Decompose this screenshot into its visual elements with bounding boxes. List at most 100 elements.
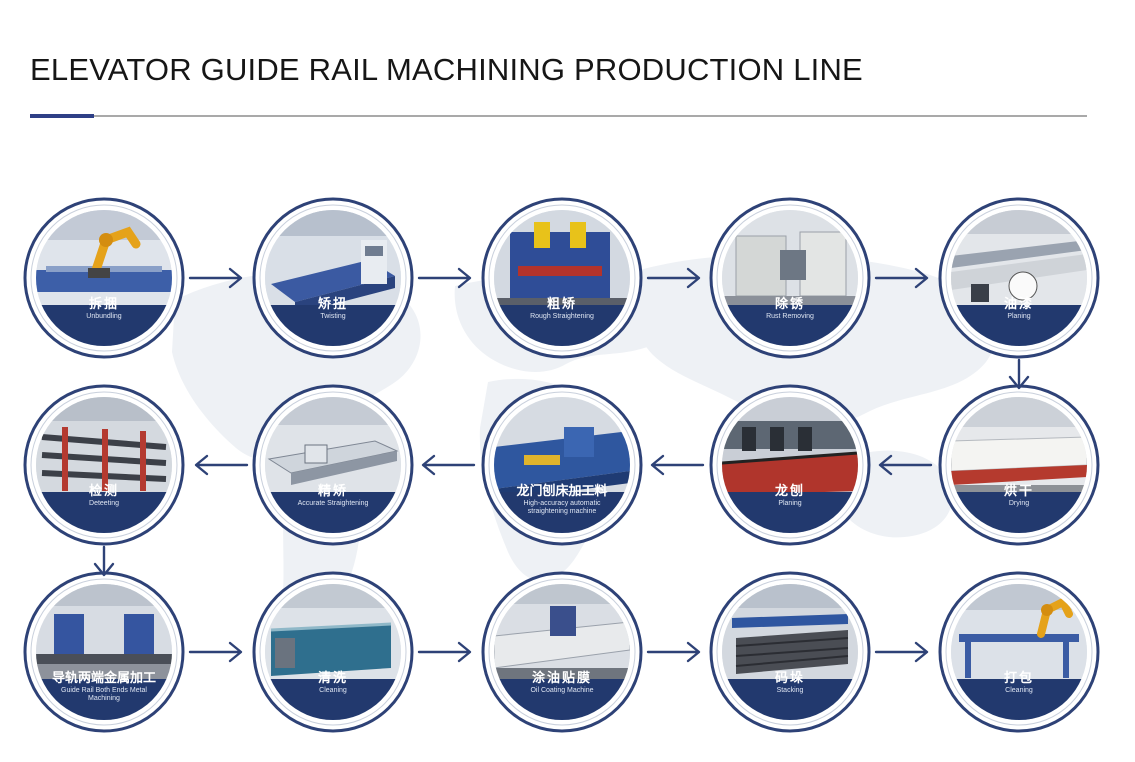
caption-bar xyxy=(494,679,630,720)
flow-arrow-right xyxy=(646,640,702,664)
step-label-zh: 龙刨 xyxy=(774,484,805,499)
step-label-zh: 码垛 xyxy=(774,671,805,686)
step-photo xyxy=(722,210,858,346)
step-photo xyxy=(36,210,172,346)
step-label-en: Rough Straightening xyxy=(530,313,594,320)
arrow-right-icon xyxy=(417,641,472,663)
step-label-zh: 检测 xyxy=(88,484,119,499)
step-twisting: 矫扭 Twisting xyxy=(251,196,415,360)
step-label-zh: 烘干 xyxy=(1003,484,1034,499)
arrow-right-icon xyxy=(417,267,472,289)
step-label-zh: 粗矫 xyxy=(546,297,577,312)
step-label-en: Unbundling xyxy=(86,313,122,320)
step-photo xyxy=(951,397,1087,533)
step-label-en: Rust Removing xyxy=(766,313,814,320)
flow-arrow-right xyxy=(188,640,244,664)
flow-arrow-left xyxy=(193,453,249,477)
title-accent-bar xyxy=(30,114,94,118)
step-photo xyxy=(494,397,630,533)
step-photo xyxy=(951,210,1087,346)
caption-bar xyxy=(265,679,401,720)
step-photo xyxy=(265,210,401,346)
step-photo xyxy=(951,584,1087,720)
arrow-left-icon xyxy=(421,454,476,476)
flow-arrow-down xyxy=(1007,358,1031,390)
step-photo xyxy=(494,584,630,720)
caption-bar xyxy=(36,679,172,720)
flow-arrow-left xyxy=(649,453,705,477)
step-photo xyxy=(722,397,858,533)
step-cleaning: 清洗 Cleaning xyxy=(251,570,415,734)
caption-bar xyxy=(494,305,630,346)
step-label-zh: 拆捆 xyxy=(88,297,119,312)
caption-bar xyxy=(951,679,1087,720)
step-oil-coating: 涂油贴膜 Oil Coating Machine xyxy=(480,570,644,734)
planer-machine-icon xyxy=(722,397,858,533)
step-label-zh: 涂油贴膜 xyxy=(531,671,592,686)
caption-bar xyxy=(722,492,858,533)
step-photo xyxy=(494,210,630,346)
step-photo xyxy=(265,584,401,720)
step-label-zh: 油漆 xyxy=(1003,297,1034,312)
step-detecting: 检测 Deteeting xyxy=(22,383,186,547)
step-label-zh: 除锈 xyxy=(774,297,805,312)
arrow-right-icon xyxy=(874,641,929,663)
arrow-right-icon xyxy=(188,267,243,289)
page-title: ELEVATOR GUIDE RAIL MACHINING PRODUCTION… xyxy=(30,52,863,87)
flow-arrow-right xyxy=(874,266,930,290)
step-unbundling: 拆捆 Unbundling xyxy=(22,196,186,360)
step-label-en: Drying xyxy=(1008,500,1030,507)
caption-bar xyxy=(951,492,1087,533)
step-gantry-planer-machining: 龙门刨床加工料 High-accuracy automatic straight… xyxy=(480,383,644,547)
step-label-zh: 矫扭 xyxy=(317,297,348,312)
step-stacking: 码垛 Stacking xyxy=(708,570,872,734)
caption-bar xyxy=(36,492,172,533)
step-label-en: Twisting xyxy=(320,313,346,320)
step-label-en: Oil Coating Machine xyxy=(530,687,594,694)
arrow-right-icon xyxy=(646,641,701,663)
step-label-zh: 打包 xyxy=(1003,671,1034,686)
step-end-machining: 导轨两端金属加工 Guide Rail Both Ends Metal Mach… xyxy=(22,570,186,734)
step-label-en: Cleaning xyxy=(1005,687,1033,694)
step-planing: 龙刨 Planing xyxy=(708,383,872,547)
step-label-zh: 精矫 xyxy=(317,484,348,499)
step-label-zh: 龙门刨床加工料 xyxy=(516,484,608,499)
step-accurate-straightening: 精矫 Accurate Straightening xyxy=(251,383,415,547)
flow-arrow-left xyxy=(420,453,476,477)
arrow-right-icon xyxy=(188,641,243,663)
flow-arrow-right xyxy=(874,640,930,664)
step-painting: 油漆 Planing xyxy=(937,196,1101,360)
flow-arrow-left xyxy=(877,453,933,477)
flow-arrow-right xyxy=(188,266,244,290)
step-label-en: Planing xyxy=(778,500,802,507)
step-label-en: Guide Rail Both Ends Metal Machining xyxy=(61,687,147,702)
step-photo xyxy=(265,397,401,533)
caption-bar xyxy=(722,305,858,346)
flow-arrow-right xyxy=(646,266,702,290)
step-photo xyxy=(36,397,172,533)
step-label-en: Deteeting xyxy=(89,500,119,507)
step-label-zh: 清洗 xyxy=(317,671,348,686)
caption-bar xyxy=(265,492,401,533)
caption-bar xyxy=(951,305,1087,346)
arrow-down-icon xyxy=(1008,358,1030,390)
arrow-left-icon xyxy=(878,454,933,476)
step-label-en: Planing xyxy=(1007,313,1031,320)
caption-bar xyxy=(722,679,858,720)
caption-bar xyxy=(36,305,172,346)
flow-arrow-right xyxy=(417,640,473,664)
caption-bar xyxy=(265,305,401,346)
caption-bar xyxy=(494,492,630,533)
flow-arrow-down xyxy=(92,545,116,577)
step-label-en: High-accuracy automatic straightening ma… xyxy=(523,500,601,515)
title-rule xyxy=(30,115,1087,117)
step-label-zh: 导轨两端金属加工 xyxy=(51,671,156,686)
step-label-en: Stacking xyxy=(776,687,804,694)
step-label-en: Cleaning xyxy=(319,687,347,694)
step-photo xyxy=(722,584,858,720)
arrow-left-icon xyxy=(650,454,705,476)
flow-arrow-right xyxy=(417,266,473,290)
step-rough-straightening: 粗矫 Rough Straightening xyxy=(480,196,644,360)
arrow-left-icon xyxy=(194,454,249,476)
arrow-right-icon xyxy=(646,267,701,289)
